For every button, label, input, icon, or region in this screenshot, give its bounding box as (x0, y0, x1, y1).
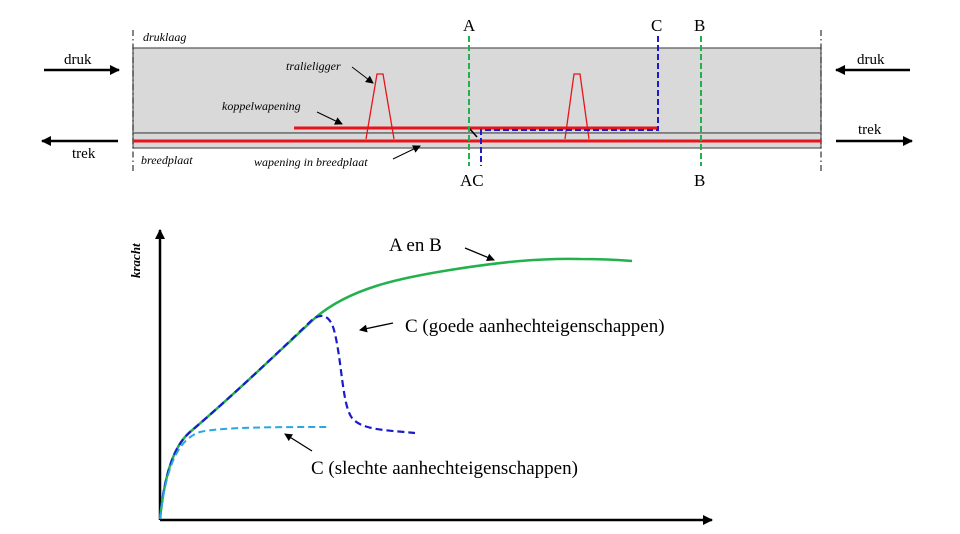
curve-a-en-b (158, 257, 633, 520)
arrow-c-goede (359, 322, 394, 333)
section-c-line (480, 36, 659, 166)
slab-section: A C B AC B druklaag breedplaat tralielig… (41, 16, 913, 190)
label-a-en-b: A en B (389, 235, 442, 256)
druklaag-label: druklaag (143, 30, 186, 44)
breedplaat-rebar-label: wapening in breedplaat (254, 155, 368, 169)
section-b-label-bottom: B (694, 171, 705, 190)
breedplaat-label: breedplaat (141, 153, 193, 167)
trek-left-label: trek (72, 146, 96, 162)
druk-right-label: druk (857, 52, 885, 68)
arrow-c-slechte (284, 433, 313, 452)
label-c-goede: C (goede aanhechteigenschappen) (405, 316, 665, 337)
section-ac-label-bottom: AC (460, 171, 484, 190)
label-c-slechte: C (slechte aanhechteigenschappen) (311, 458, 578, 479)
tralieligger-leader (351, 66, 374, 84)
tralieligger-right (564, 73, 590, 140)
tralieligger-left (365, 73, 395, 140)
curve-c-goede (158, 314, 416, 520)
curve-c-slechte (159, 426, 329, 520)
y-axis-label: kracht (128, 243, 143, 278)
force-graph: kracht A en B C (goede aanhechteigenscha… (128, 229, 713, 525)
trek-right-label: trek (858, 122, 882, 138)
joint-line (468, 127, 478, 138)
section-c-label-top: C (651, 16, 662, 35)
koppelwapening-leader (316, 111, 343, 125)
koppelwapening-label: koppelwapening (222, 99, 301, 113)
tralieligger-label: tralieligger (286, 59, 341, 73)
breedplaat-rebar-leader (392, 145, 421, 160)
section-a-label-top: A (463, 16, 476, 35)
druk-left-label: druk (64, 52, 92, 68)
section-b-label-top: B (694, 16, 705, 35)
druklaag-layer (132, 47, 822, 134)
arrow-a-en-b (464, 247, 495, 262)
